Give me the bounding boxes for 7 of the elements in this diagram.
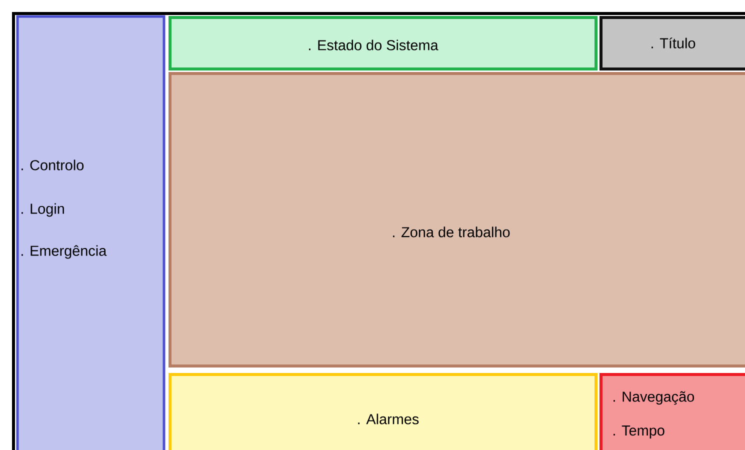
- panel-box: . Navegação . Tempo: [600, 373, 745, 450]
- panel-box: . Zona de trabalho: [168, 72, 745, 368]
- panel-box: . Título: [600, 16, 745, 70]
- panel-box: . Estado do Sistema: [168, 16, 598, 70]
- frame-box: [12, 12, 745, 450]
- panel-box: . Controlo . Login . Emergência: [16, 15, 166, 450]
- panel-box: . Alarmes: [168, 373, 598, 450]
